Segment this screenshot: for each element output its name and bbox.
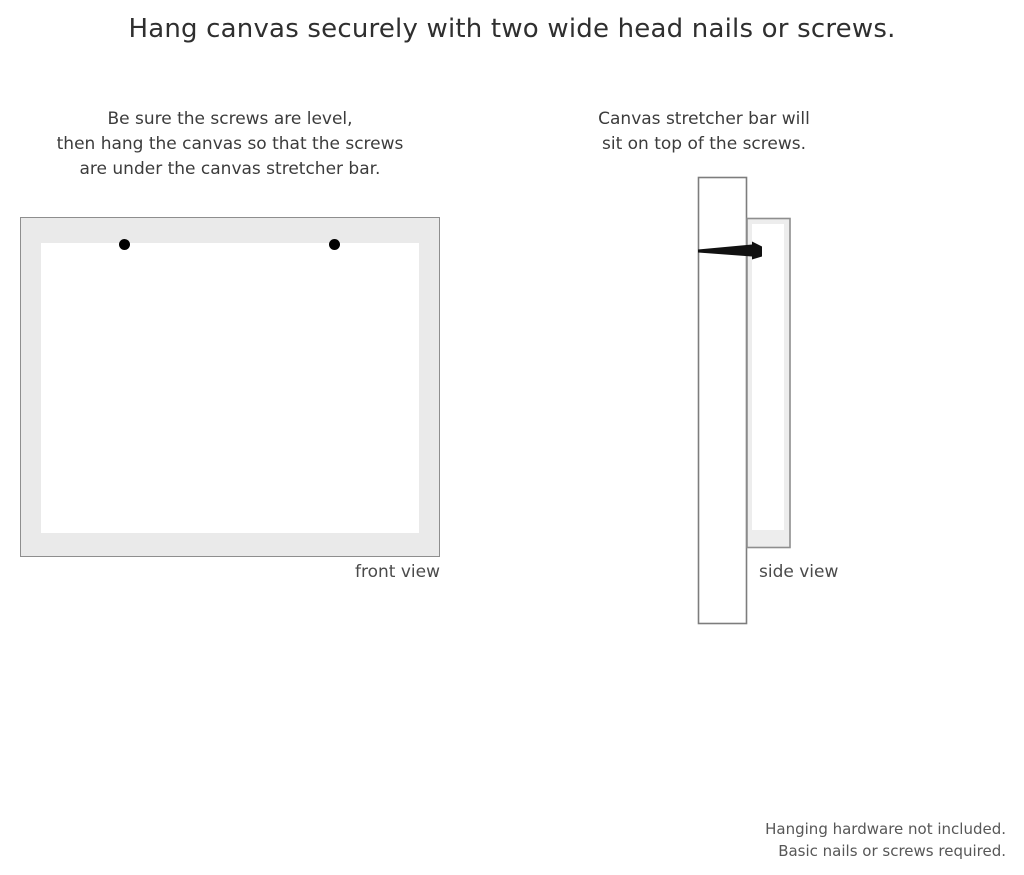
page-title: Hang canvas securely with two wide head …: [128, 14, 896, 44]
side-view-illustration: [690, 170, 840, 630]
screw-side-icon: [698, 241, 762, 260]
side-view-caption: Canvas stretcher bar will sit on top of …: [586, 107, 822, 157]
wall-cross-section: [697, 176, 748, 625]
stretcher-bar-face: [752, 224, 784, 530]
front-caption-line-1: Be sure the screws are level,: [107, 109, 353, 129]
front-view-caption: Be sure the screws are level, then hang …: [20, 107, 440, 182]
screw-head: [752, 241, 762, 260]
front-caption-line-2: then hang the canvas so that the screws: [56, 134, 404, 154]
screw-shaft: [698, 244, 752, 257]
side-caption-line-2: sit on top of the screws.: [601, 134, 807, 154]
footer-line-1: Hanging hardware not included.: [765, 820, 1006, 838]
footer-line-2: Basic nails or screws required.: [778, 842, 1006, 860]
screw-head-left-icon: [119, 239, 130, 250]
front-caption-line-3: are under the canvas stretcher bar.: [79, 159, 381, 179]
side-caption-line-1: Canvas stretcher bar will: [598, 109, 810, 129]
front-view-illustration: [20, 217, 440, 557]
canvas-face-front: [41, 243, 419, 533]
side-view-label: side view: [759, 562, 839, 582]
front-view-label: front view: [355, 562, 440, 582]
screw-head-right-icon: [329, 239, 340, 250]
footer-disclaimer: Hanging hardware not included. Basic nai…: [765, 818, 1006, 862]
